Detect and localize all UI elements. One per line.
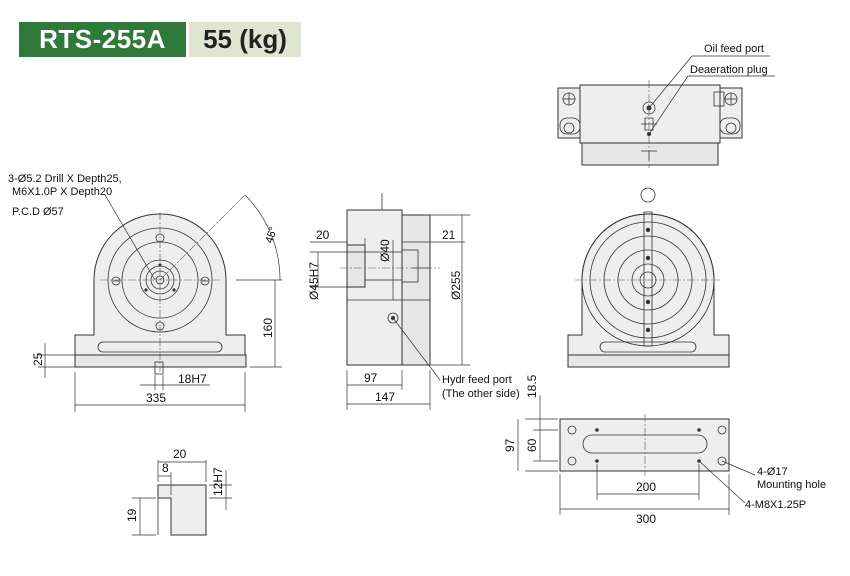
front-view (74, 194, 281, 375)
weight-label: 55 (kg) (189, 22, 301, 57)
key-profile (157, 484, 207, 536)
dim-key-width: 20 (173, 447, 187, 461)
dim-base-inner: 60 (525, 438, 539, 452)
dim-side-right: 21 (442, 228, 456, 242)
key-detail (157, 484, 207, 536)
dim-front-width: 335 (146, 391, 166, 405)
side-view-flange (401, 214, 431, 366)
dim-front-height: 160 (261, 318, 275, 338)
dim-base-hole-span: 200 (636, 480, 656, 494)
annotation-labels: Oil feed port Deaeration plug 3-Ø5.2 Dri… (8, 43, 826, 511)
dim-base-depth: 97 (503, 438, 517, 452)
dim-base-length: 300 (636, 512, 656, 526)
mounting-hole-label: Mounting hole (757, 479, 826, 491)
title-bar: RTS-255A 55 (kg) (19, 22, 301, 57)
rear-view (567, 187, 730, 368)
rear-view-housing (567, 213, 730, 356)
front-view-base (74, 354, 247, 368)
dim-key-height: 12H7 (211, 467, 225, 496)
deaeration-plug-label: Deaeration plug (690, 64, 768, 76)
oil-feed-port-label: Oil feed port (704, 43, 764, 55)
hydr-feed-port-label: Hydr feed port (442, 374, 512, 386)
thread-spec-label: 4-M8X1.25P (745, 499, 806, 511)
pcd-label: P.C.D Ø57 (12, 206, 64, 218)
dimension-values: 335 160 25 18H7 20 Ø40 21 Ø45H7 Ø255 97 … (31, 228, 656, 526)
dim-key-inner: 8 (162, 461, 169, 475)
base-plan (559, 414, 730, 476)
dim-base-top-offset: 18.5 (525, 374, 539, 398)
rear-view-base (567, 354, 730, 368)
dim-side-spindle: Ø45H7 (307, 262, 321, 300)
angle-45-label: 45° (263, 225, 280, 245)
top-view (557, 80, 743, 168)
dim-key-base: 19 (125, 508, 139, 522)
drill-spec-line1: 3-Ø5.2 Drill X Depth25, (8, 173, 122, 185)
other-side-label: (The other side) (442, 388, 520, 400)
dimension-lines (38, 55, 775, 536)
lifting-eye (640, 187, 656, 203)
drill-spec-line2: M6X1.0P X Depth20 (12, 186, 112, 198)
base-plate (559, 418, 730, 472)
dim-side-diameter: Ø255 (449, 270, 463, 300)
mounting-hole-count: 4-Ø17 (757, 466, 788, 478)
dim-side-bore: Ø40 (378, 239, 392, 262)
dim-front-slot: 18H7 (178, 372, 207, 386)
dim-front-base: 25 (31, 352, 45, 366)
model-name: RTS-255A (19, 22, 186, 57)
dim-side-depth: 97 (364, 371, 378, 385)
top-view-base (581, 142, 719, 166)
dim-side-total: 147 (375, 390, 395, 404)
dim-side-left: 20 (316, 228, 330, 242)
side-view (340, 193, 440, 366)
